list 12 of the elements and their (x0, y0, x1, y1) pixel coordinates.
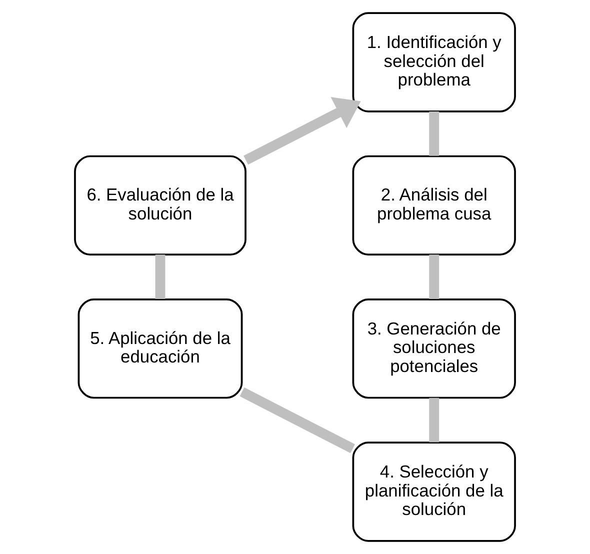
node-box: 2. Análisis del problema cusa (352, 155, 516, 256)
node-box: 6. Evaluación de la solución (74, 155, 246, 256)
node-box: 4. Selección y planificación de la solución (352, 442, 516, 542)
connector (429, 254, 440, 300)
node-box: 1. Identificación y selección del problema (352, 12, 516, 112)
connector (429, 398, 440, 442)
node-box: 5. Aplicación de la educación (78, 298, 243, 399)
connector (240, 387, 355, 454)
node-box: 3. Generación de soluciones potenciales (352, 298, 516, 399)
connector (429, 112, 440, 156)
arrow (244, 97, 361, 165)
connector (155, 254, 166, 300)
